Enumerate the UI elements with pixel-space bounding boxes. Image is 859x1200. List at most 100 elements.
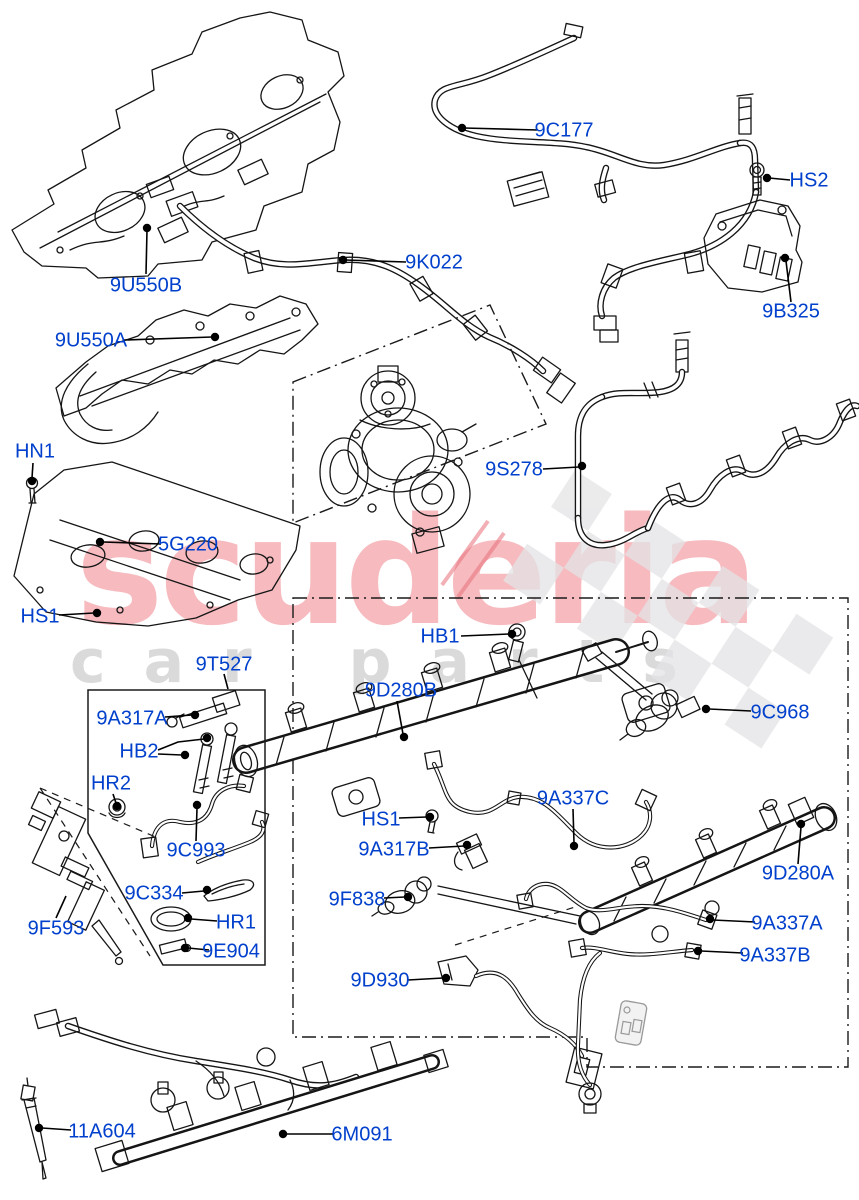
drawing-bolt-hs2 <box>749 162 765 196</box>
part-label-9u550b[interactable]: 9U550B <box>109 274 183 297</box>
leader-line <box>797 826 802 865</box>
leader-line <box>398 816 428 819</box>
drawing-manifold-shield <box>55 295 319 445</box>
part-label-9u550a[interactable]: 9U550A <box>54 329 128 352</box>
leader-dot <box>425 812 435 822</box>
leader-line <box>542 466 580 470</box>
leader-line <box>55 895 67 919</box>
part-label-hs2[interactable]: HS2 <box>789 169 829 192</box>
part-label-9f593[interactable]: 9F593 <box>27 917 85 940</box>
leader-dot <box>403 892 413 902</box>
drawing-pipes-9c993 <box>140 773 270 865</box>
part-label-hs1[interactable]: HS1 <box>20 605 60 628</box>
part-label-hr2[interactable]: HR2 <box>90 772 132 795</box>
part-label-9e904[interactable]: 9E904 <box>202 940 260 963</box>
leader-line <box>31 462 34 479</box>
part-label-9a317b[interactable]: 9A317B <box>358 838 430 861</box>
leader-dot <box>705 914 715 924</box>
part-label-hn1[interactable]: HN1 <box>14 440 56 463</box>
leader-line <box>187 947 210 951</box>
drawing-hose-9c177 <box>431 22 760 343</box>
leader-dot <box>577 461 587 471</box>
part-label-hb2[interactable]: HB2 <box>119 740 159 763</box>
part-label-9c993[interactable]: 9C993 <box>166 839 226 862</box>
leader-line <box>41 1127 72 1131</box>
leader-dot <box>142 223 152 233</box>
part-label-9d280a[interactable]: 9D280A <box>761 862 835 885</box>
leader-line <box>428 845 465 849</box>
leader-dot <box>95 537 105 547</box>
leader-line <box>768 177 791 181</box>
part-label-hr1[interactable]: HR1 <box>215 911 257 934</box>
leader-dot <box>34 1123 44 1133</box>
part-label-9a337a[interactable]: 9A337A <box>751 912 823 935</box>
drawing-clip-9c334 <box>203 879 255 902</box>
leader-dot <box>507 629 517 639</box>
part-label-9c177[interactable]: 9C177 <box>534 119 594 142</box>
drawing-fuel-rail-right <box>578 796 838 943</box>
part-label-9s278[interactable]: 9S278 <box>485 458 543 481</box>
leader-line <box>123 336 213 341</box>
part-label-hb1[interactable]: HB1 <box>420 625 460 648</box>
leader-dot <box>462 840 472 850</box>
part-label-9t527[interactable]: 9T527 <box>195 653 253 676</box>
leader-dot <box>202 885 212 895</box>
main-detail-dashed-box <box>292 597 849 1068</box>
leader-dot <box>780 253 790 263</box>
drawing-glow-plug-11a604 <box>20 1077 47 1180</box>
part-label-9f838[interactable]: 9F838 <box>328 888 386 911</box>
part-label-9k022[interactable]: 9K022 <box>405 251 463 274</box>
leader-dot <box>27 476 37 486</box>
part-label-9c334[interactable]: 9C334 <box>124 882 184 905</box>
leader-dot <box>569 841 579 851</box>
leader-line <box>396 700 404 735</box>
leader-line <box>112 793 117 804</box>
drawing-injector-9f593 <box>27 787 159 966</box>
part-label-9a317a[interactable]: 9A317A <box>96 707 168 730</box>
leader-dot <box>180 750 190 760</box>
part-label-9a337b[interactable]: 9A337B <box>739 944 811 967</box>
part-label-9d930[interactable]: 9D930 <box>350 969 410 992</box>
drawing-bracket-9b325 <box>703 199 803 293</box>
drawing-hoses-9s278 <box>574 331 859 549</box>
leader-dot <box>190 710 200 720</box>
drawing-sensor-9f838 <box>371 876 581 946</box>
part-label-9a337c[interactable]: 9A337C <box>536 787 610 810</box>
drawing-fuel-rail-left <box>232 630 671 817</box>
leader-line <box>463 127 538 131</box>
leader-line <box>181 890 205 894</box>
leader-dot <box>183 913 193 923</box>
leader-dot <box>457 123 467 133</box>
leader-line <box>708 708 752 712</box>
part-label-hs1[interactable]: HS1 <box>361 808 401 831</box>
watermark-title: scuderia <box>75 486 758 658</box>
leader-line <box>460 633 510 637</box>
leader-line <box>102 541 162 545</box>
leader-lines <box>27 123 806 1139</box>
leader-line <box>145 229 148 275</box>
part-label-9c968[interactable]: 9C968 <box>750 701 810 724</box>
part-label-11a604[interactable]: 11A604 <box>68 1120 136 1143</box>
leader-line <box>785 260 792 303</box>
drawing-injection-pump <box>319 365 477 554</box>
part-label-9d280b[interactable]: 9D280B <box>364 679 438 702</box>
leader-dot <box>192 800 202 810</box>
part-label-6m091[interactable]: 6M091 <box>331 1123 393 1146</box>
leader-dot <box>701 704 711 714</box>
drawing-wiring-9d930 <box>437 955 603 1090</box>
part-label-9b325[interactable]: 9B325 <box>762 300 820 323</box>
leader-dot <box>762 173 772 183</box>
leader-line <box>195 807 198 842</box>
part-label-5g220[interactable]: 5G220 <box>157 533 219 556</box>
leader-dot <box>210 332 220 342</box>
drawing-connector-blob <box>614 1000 648 1046</box>
leader-dot <box>441 973 451 983</box>
leader-line <box>572 808 575 844</box>
leader-line <box>190 918 218 922</box>
leader-dot <box>202 733 212 743</box>
pump-detail-dashed-box <box>292 304 547 525</box>
leader-line <box>223 673 229 690</box>
